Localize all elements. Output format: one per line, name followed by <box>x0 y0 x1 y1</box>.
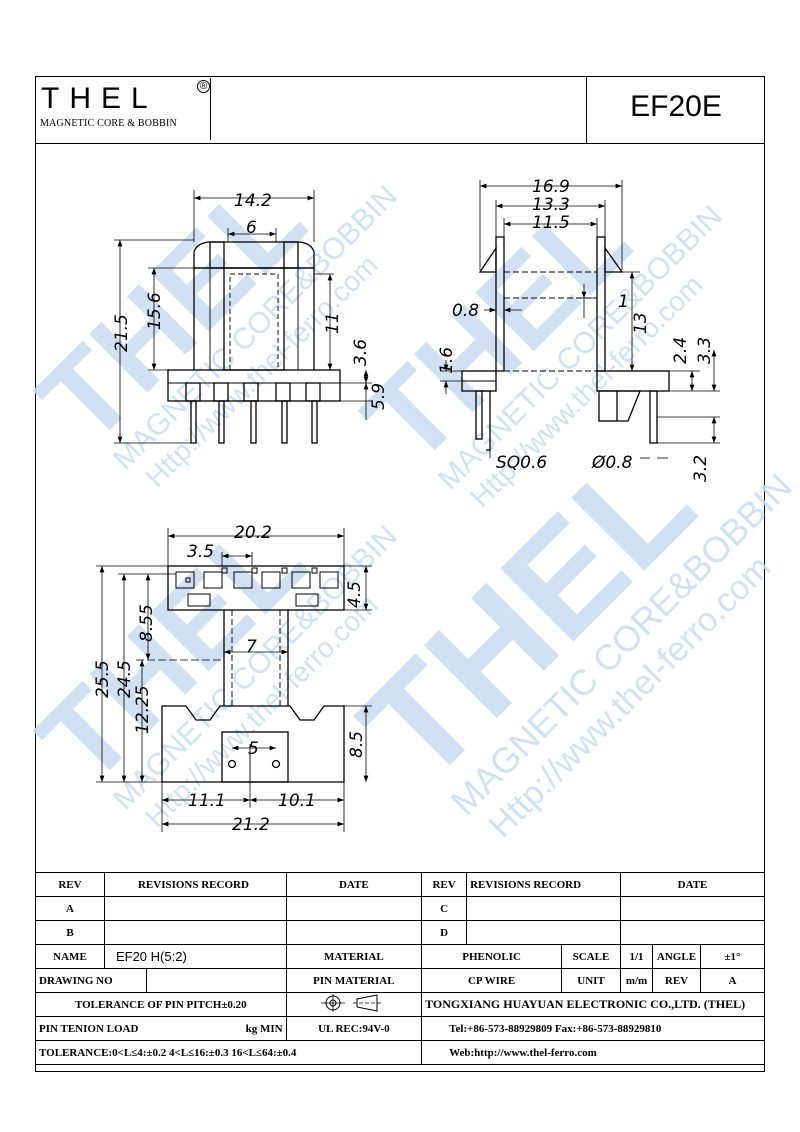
dim-label: 11.5 <box>532 213 570 233</box>
rev-b: B <box>35 920 105 945</box>
unit-label: UNIT <box>561 968 622 993</box>
title-block: REV REVISIONS RECORD DATE REV REVISIONS … <box>34 872 766 1065</box>
header-band <box>35 76 765 144</box>
dim-label: 11 <box>323 312 343 334</box>
dim-label: 11.1 <box>188 791 226 811</box>
dim-label: 3.6 <box>351 339 371 366</box>
pin-material-label: PIN MATERIAL <box>285 968 423 993</box>
dim-label: 3.2 <box>691 455 711 482</box>
dim-label: 5 <box>248 739 259 759</box>
contact-tel: Tel:+86-573-88929809 Fax:+86-573-8892981… <box>421 1016 765 1041</box>
date-header: DATE <box>285 872 423 897</box>
rev-c: C <box>421 896 468 921</box>
registered-mark: ® <box>197 80 210 93</box>
dim-label: 8.55 <box>137 604 157 642</box>
dim-label: 21.2 <box>232 815 270 835</box>
model-number: EF20E <box>630 90 722 123</box>
first-angle-projection-icon <box>320 994 381 1012</box>
revisions-record-header: REVISIONS RECORD <box>466 872 622 897</box>
dim-label: 3.5 <box>187 542 214 562</box>
scale-value: 1/1 <box>620 944 653 969</box>
logo-subtitle: MAGNETIC CORE & BOBBIN <box>40 118 177 129</box>
empty-cell <box>620 896 765 921</box>
dim-label: 7 <box>246 637 257 657</box>
side-view-dims: 16.9 13.3 11.5 0.8 1 13 2.4 3.3 1.6 SQ0.… <box>437 177 715 482</box>
company-name-text: TONGXIANG HUAYUAN ELECTRONIC CO.,LTD. (T… <box>425 997 746 1011</box>
date-header: DATE <box>620 872 765 897</box>
dim-label: 0.8 <box>452 301 479 321</box>
logo-wordmark: THEL <box>41 82 158 115</box>
angle-label: ANGLE <box>652 944 701 969</box>
tel-text: Tel:+86-573-88929809 Fax:+86-573-8892981… <box>449 1022 662 1035</box>
contact-web: Web:http://www.thel-ferro.com <box>421 1040 765 1065</box>
dim-label: 14.2 <box>234 191 272 211</box>
name-value: EF20 H(5:2) <box>103 944 287 969</box>
rev-d: D <box>421 920 468 945</box>
dim-label: 24.5 <box>115 660 135 698</box>
dim-label: 16.9 <box>532 177 570 197</box>
dim-label: SQ0.6 <box>496 453 547 473</box>
dim-label: 8.5 <box>347 731 367 758</box>
angle-value: ±1° <box>699 944 766 969</box>
name-value-text: EF20 H(5:2) <box>115 949 187 964</box>
empty-cell <box>103 896 287 921</box>
rev-a: A <box>35 896 105 921</box>
dim-label: 5.9 <box>369 383 389 410</box>
empty-cell <box>145 968 287 993</box>
general-tolerance: TOLERANCE:0<L≤4:±0.2 4<L≤16:±0.3 16<L≤64… <box>34 1040 423 1065</box>
dim-label: 20.2 <box>234 523 272 543</box>
front-view-dims: 14.2 6 21.5 15.6 11 3.6 5.9 <box>112 191 389 410</box>
scale-label: SCALE <box>561 944 622 969</box>
top-view <box>96 528 372 832</box>
dim-label: Ø0.8 <box>591 453 633 473</box>
dim-label: 1.6 <box>437 347 457 374</box>
empty-cell <box>103 920 287 945</box>
empty-cell <box>466 896 622 921</box>
rev-label: REV <box>652 968 701 993</box>
projection-symbol <box>285 992 423 1017</box>
empty-cell <box>285 920 423 945</box>
empty-cell <box>285 896 423 921</box>
revisions-record-label: REVISIONS RECORD <box>137 878 249 891</box>
side-view <box>440 180 720 459</box>
web-text: Web:http://www.thel-ferro.com <box>449 1046 597 1059</box>
dim-label: 13 <box>631 312 651 334</box>
drawing-no-label: DRAWING NO <box>35 968 147 993</box>
general-tolerance-text: TOLERANCE:0<L≤4:±0.2 4<L≤16:±0.3 16<L≤64… <box>39 1046 297 1059</box>
model-box: EF20E <box>586 76 765 144</box>
dim-label: 13.3 <box>532 195 570 215</box>
dim-label: 3.3 <box>695 337 715 364</box>
rev-value: A <box>699 968 766 993</box>
technical-drawing: THEL MAGNETIC CORE&BOBBIN Http://www.the… <box>14 152 800 845</box>
watermark: THEL MAGNETIC CORE&BOBBIN Http://www.the… <box>14 152 800 845</box>
unit-value: m/m <box>620 968 653 993</box>
pin-tension-label: PIN TENION LOAD <box>35 1016 147 1041</box>
tolerance-pin-pitch: TOLERANCE OF PIN PITCH±0.20 <box>35 992 287 1017</box>
dim-label: 25.5 <box>93 660 113 698</box>
rev-header: REV <box>35 872 105 897</box>
company-name: TONGXIANG HUAYUAN ELECTRONIC CO.,LTD. (T… <box>421 992 765 1017</box>
brand-logo: THEL ® MAGNETIC CORE & BOBBIN <box>37 78 211 140</box>
ul-rec: UL REC:94V-0 <box>285 1016 423 1041</box>
rev-header: REV <box>421 872 468 897</box>
dim-label: 4.5 <box>345 581 365 608</box>
drawing-frame <box>35 76 765 1072</box>
revisions-record-header: REVISIONS RECORD <box>103 872 287 897</box>
dim-label: 12.25 <box>133 685 153 734</box>
dim-label: 15.6 <box>145 292 165 330</box>
front-view <box>114 190 372 444</box>
pin-material-value: CP WIRE <box>421 968 563 993</box>
material-value: PHENOLIC <box>421 944 563 969</box>
kg-min-label: kg MIN <box>146 1016 287 1041</box>
dim-label: 1 <box>618 292 629 312</box>
material-label: MATERIAL <box>285 944 423 969</box>
top-view-dims: 20.2 3.5 4.5 25.5 24.5 8.55 12.25 7 5 8.… <box>93 523 367 835</box>
dim-label: 2.4 <box>671 337 691 364</box>
empty-cell <box>620 920 765 945</box>
dim-label: 10.1 <box>278 791 316 811</box>
dim-label: 6 <box>246 218 257 238</box>
name-label: NAME <box>35 944 105 969</box>
dim-label: 21.5 <box>112 314 132 352</box>
empty-cell <box>466 920 622 945</box>
